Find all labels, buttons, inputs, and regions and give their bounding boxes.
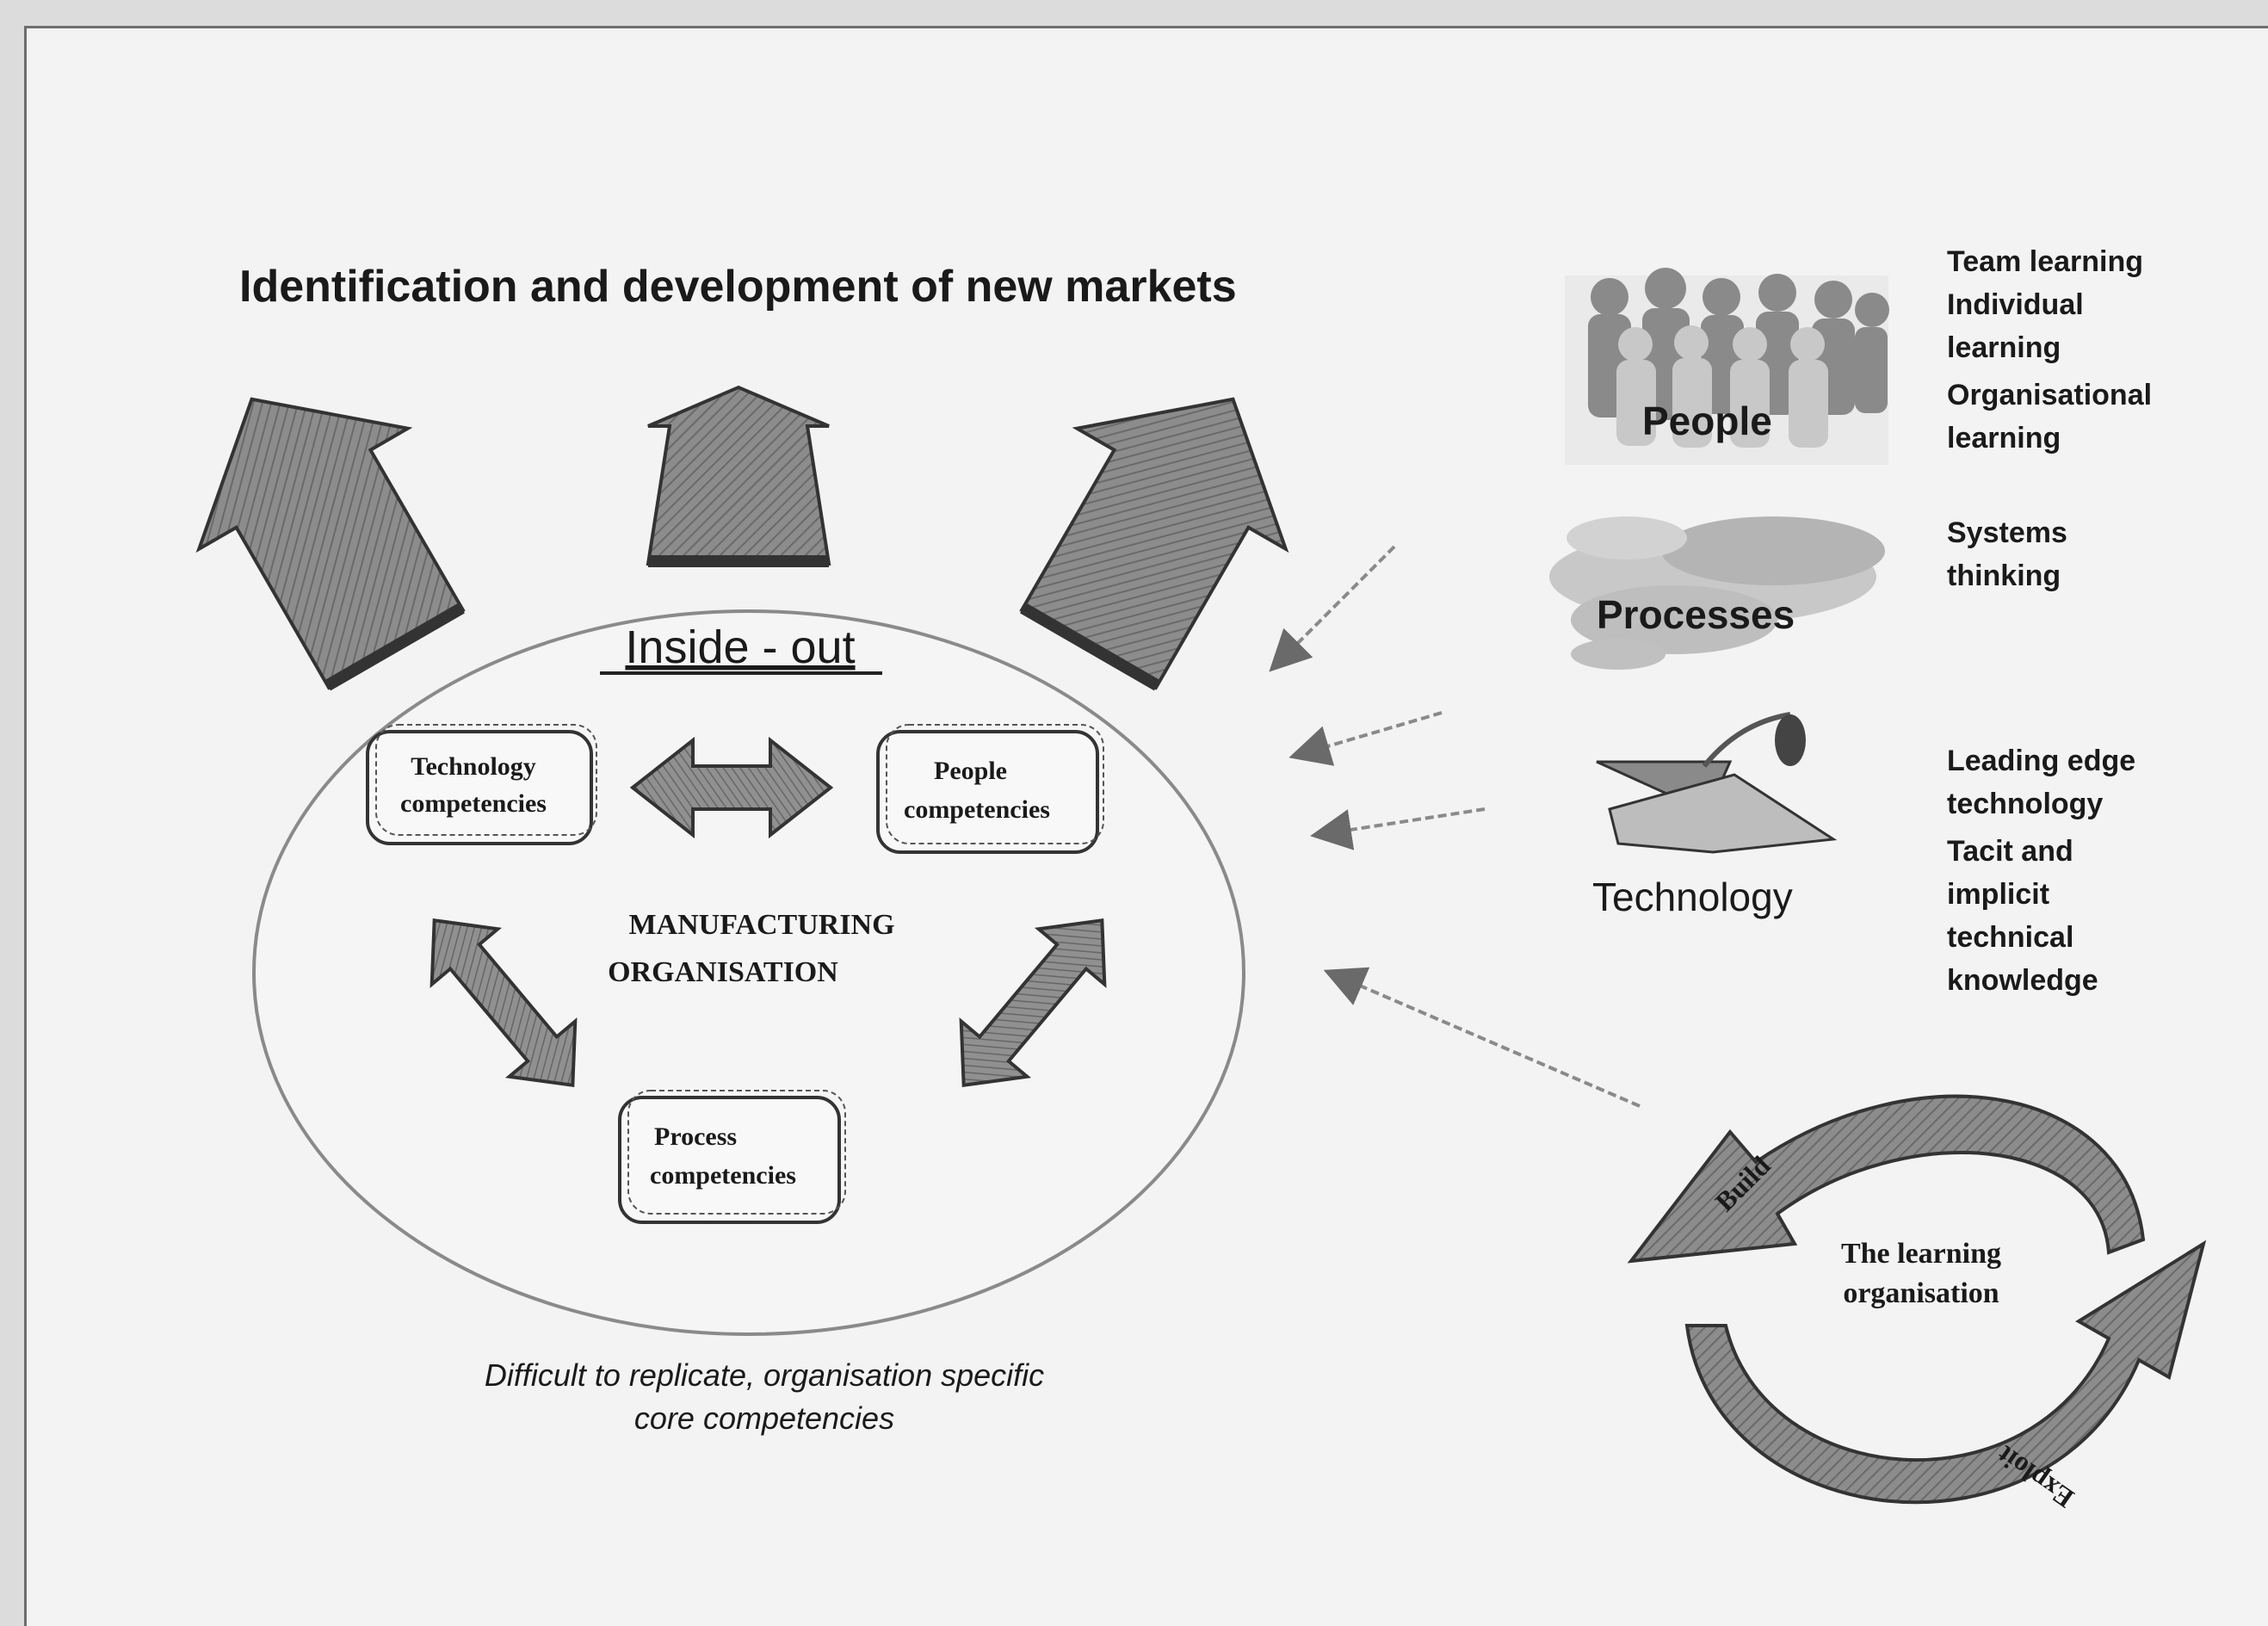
learning-cycle: Build Exploit The learning organisation <box>1627 1094 2207 1514</box>
people-competencies-box: People competencies <box>876 724 1104 854</box>
technology-note-6: knowledge <box>1947 964 2098 997</box>
technology-box-line-2: competencies <box>400 789 547 818</box>
pointer-arrow-1 <box>1269 545 1396 672</box>
pointer-arrow-4 <box>1323 967 1641 1108</box>
up-arrow-center <box>646 385 831 567</box>
core-label-line-2: ORGANISATION <box>608 956 838 988</box>
inside-out-heading: Inside - out <box>625 621 855 673</box>
people-note-2: Individual <box>1947 288 2084 321</box>
process-box-line-1: Process <box>654 1122 737 1151</box>
pillar-technology-label: Technology <box>1592 875 1793 919</box>
double-arrow-right-diagonal <box>959 918 1107 1088</box>
technology-note-2: technology <box>1947 788 2103 820</box>
people-box-line-1: People <box>934 757 1007 785</box>
people-group-icon <box>1565 268 1889 465</box>
people-notes: Team learning Individual learning Organi… <box>1947 245 2152 454</box>
technology-note-1: Leading edge <box>1947 745 2135 777</box>
technology-satellite-icon <box>1596 712 1838 854</box>
cycle-arrow-build <box>1627 1094 2146 1264</box>
process-competencies-box: Process competencies <box>618 1090 846 1224</box>
processes-note-2: thinking <box>1947 560 2061 592</box>
technology-note-4: implicit <box>1947 878 2049 911</box>
double-arrow-horizontal <box>629 736 834 839</box>
caption-line-2: core competencies <box>634 1400 894 1436</box>
technology-note-3: Tacit and <box>1947 835 2073 868</box>
pointer-arrow-3 <box>1310 807 1486 850</box>
people-note-5: learning <box>1947 422 2061 454</box>
people-note-4: Organisational <box>1947 379 2152 411</box>
caption-line-1: Difficult to replicate, organisation spe… <box>485 1357 1044 1393</box>
cycle-label-line-2: organisation <box>1843 1277 1999 1309</box>
process-cloud-icon <box>1549 516 1885 670</box>
double-arrow-left-diagonal <box>429 918 578 1088</box>
technology-competencies-box: Technology competencies <box>366 724 597 845</box>
core-label-line-1: MANUFACTURING <box>628 909 894 941</box>
pillar-processes-label: Processes <box>1597 592 1795 637</box>
up-arrow-left <box>195 397 466 691</box>
technology-note-5: technical <box>1947 921 2073 954</box>
up-arrow-right <box>1019 397 1289 691</box>
technology-box-line-1: Technology <box>411 752 536 781</box>
cycle-label-line-1: The learning <box>1841 1238 2001 1270</box>
people-note-1: Team learning <box>1947 245 2143 278</box>
process-box-line-2: competencies <box>650 1161 796 1190</box>
people-box-line-2: competencies <box>904 795 1050 824</box>
people-note-3: learning <box>1947 331 2061 364</box>
cycle-arrow-exploit <box>1684 1240 2207 1505</box>
processes-note-1: Systems <box>1947 516 2067 549</box>
pointer-arrow-2 <box>1288 711 1443 766</box>
technology-notes: Leading edge technology Tacit and implic… <box>1947 745 2135 997</box>
processes-notes: Systems thinking <box>1947 516 2067 592</box>
pillar-people-label: People <box>1642 399 1772 443</box>
diagram-title: Identification and development of new ma… <box>239 262 1237 312</box>
